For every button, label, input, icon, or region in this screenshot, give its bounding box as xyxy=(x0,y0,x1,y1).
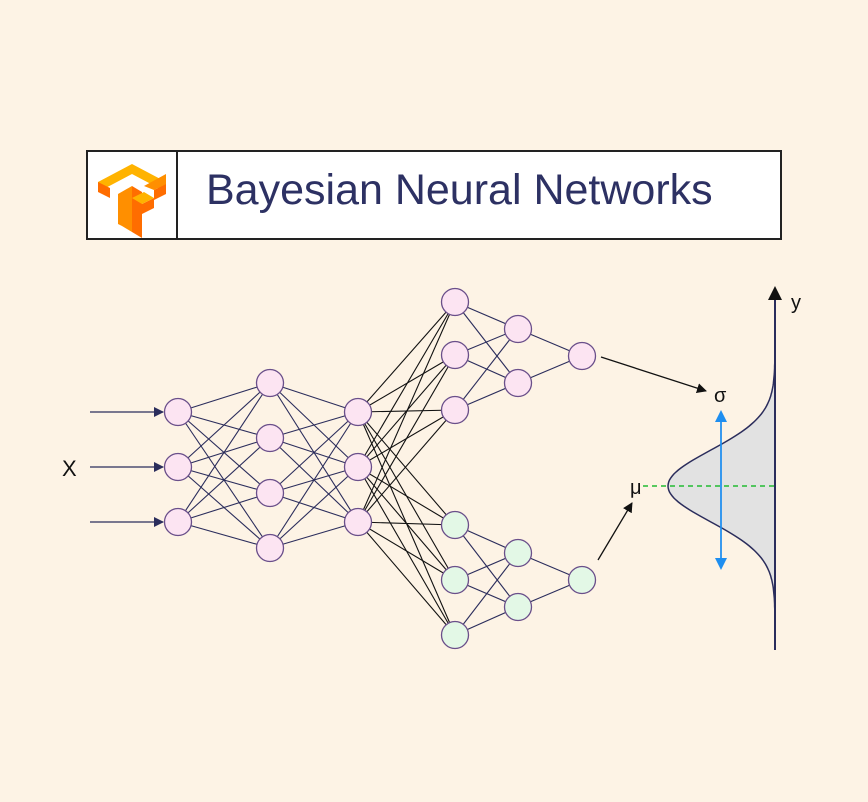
network-edge xyxy=(454,552,519,636)
branch-edge xyxy=(357,466,456,526)
pink-neuron xyxy=(440,395,470,425)
pink-neuron xyxy=(440,287,470,317)
y-axis-arrow-icon xyxy=(768,286,782,300)
network-edge xyxy=(269,411,359,439)
network-edge xyxy=(269,382,359,413)
network-edge xyxy=(269,466,359,549)
sigma-output-arrow xyxy=(600,356,707,393)
pink-neuron xyxy=(503,314,533,344)
green-neuron xyxy=(503,592,533,622)
network-edge xyxy=(177,382,271,413)
green-neuron xyxy=(440,620,470,650)
mu-label: μ xyxy=(630,477,642,499)
network-edge xyxy=(177,382,271,468)
pink-neuron xyxy=(255,423,285,453)
pink-neuron xyxy=(255,533,285,563)
pink-neuron xyxy=(343,507,373,537)
network-edge xyxy=(269,411,359,494)
pink-neuron xyxy=(163,397,193,427)
page-title: Bayesian Neural Networks xyxy=(206,166,713,214)
branch-edge xyxy=(357,409,456,523)
network-edge xyxy=(177,492,271,523)
branch-edge xyxy=(357,521,456,581)
green-neuron xyxy=(440,565,470,595)
network-edge xyxy=(177,382,271,523)
pink-neuron xyxy=(567,341,597,371)
pink-neuron xyxy=(163,507,193,537)
branch-edge xyxy=(357,411,456,526)
network-edge xyxy=(177,437,271,523)
tensorflow-logo-icon xyxy=(98,164,166,238)
pink-neuron xyxy=(255,368,285,398)
pink-neuron xyxy=(343,452,373,482)
sigma-label: σ xyxy=(714,385,727,407)
branch-edge xyxy=(357,301,456,413)
title-banner: Bayesian Neural Networks xyxy=(86,150,782,240)
network-edge xyxy=(269,521,359,549)
pink-neuron xyxy=(163,452,193,482)
branch-edge xyxy=(357,301,456,468)
input-label: X xyxy=(62,456,77,481)
pink-neuron xyxy=(255,478,285,508)
mu-output-arrow xyxy=(597,502,633,561)
green-neuron xyxy=(567,565,597,595)
tensorflow-logo xyxy=(88,152,178,238)
pink-neuron xyxy=(343,397,373,427)
network-edge xyxy=(454,328,519,411)
output-axis-label: y xyxy=(791,292,801,314)
green-neuron xyxy=(503,538,533,568)
green-neuron xyxy=(440,510,470,540)
network-edge xyxy=(177,521,271,549)
branch-edge xyxy=(357,521,456,636)
network-edge xyxy=(269,411,359,549)
pink-neuron xyxy=(503,368,533,398)
branch-edge xyxy=(357,521,456,526)
pink-neuron xyxy=(440,340,470,370)
